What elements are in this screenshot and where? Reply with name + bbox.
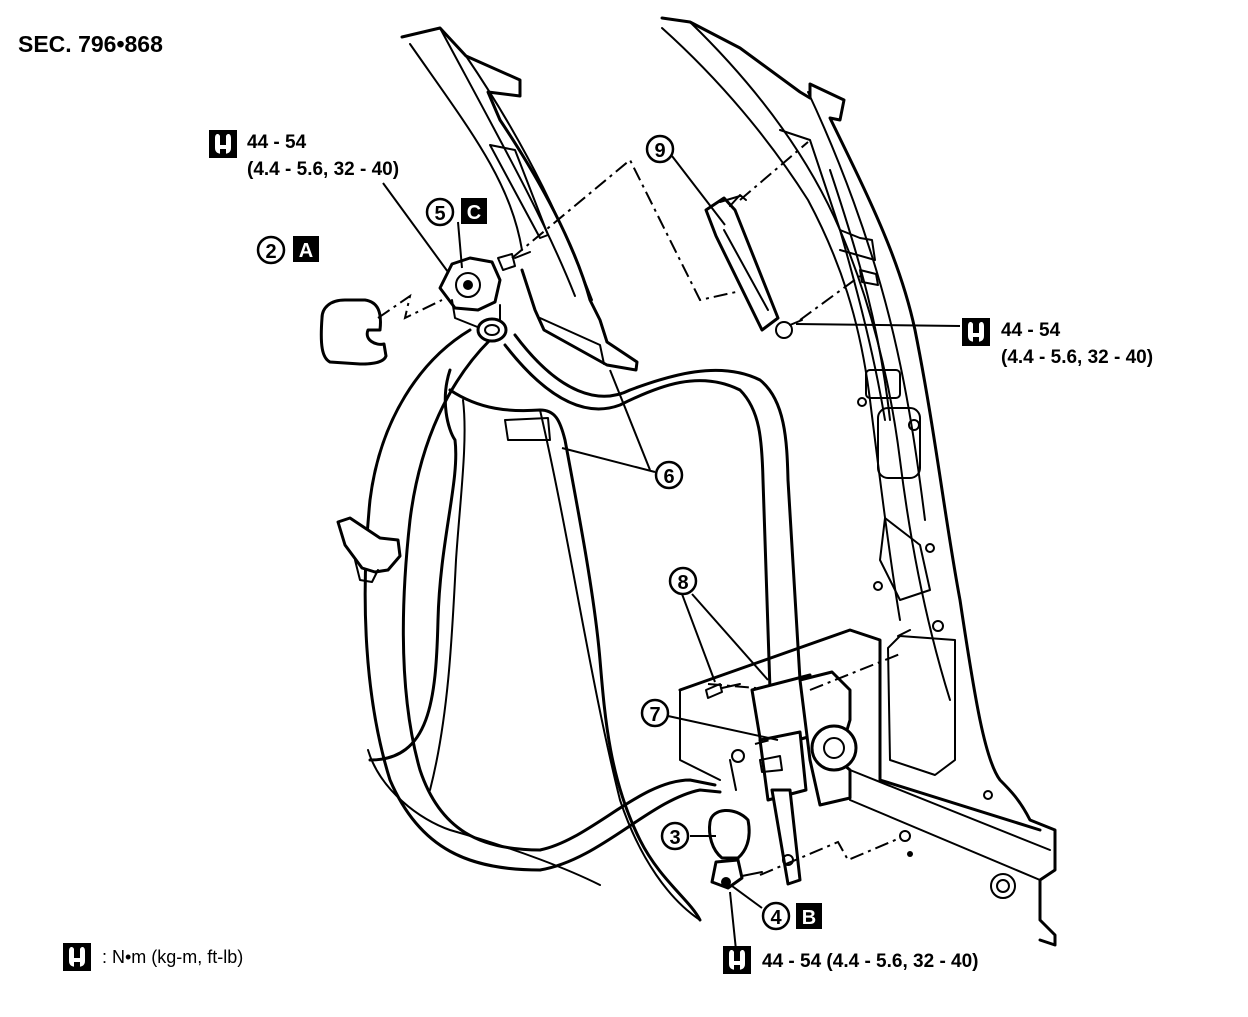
callout-2-letter: A: [299, 240, 313, 262]
torque-spec-bottom: 44 - 54 (4.4 - 5.6, 32 - 40): [723, 946, 979, 974]
torque-right-detail: (4.4 - 5.6, 32 - 40): [1001, 347, 1153, 368]
torque-wrench-icon: [723, 946, 751, 974]
callout-4-number: 4: [770, 907, 782, 929]
upper-pillar-trim: [400, 26, 639, 372]
legend-text: : N•m (kg-m, ft-lb): [102, 947, 243, 967]
torque-right-value: 44 - 54: [1001, 320, 1061, 341]
callout-3-buckle: 3: [660, 821, 690, 851]
mounting-bolts: [705, 195, 911, 699]
callout-6-trim: 6: [654, 460, 684, 490]
callout-5-number: 5: [434, 203, 445, 225]
torque-spec-top: 44 - 54 (4.4 - 5.6, 32 - 40): [209, 130, 399, 180]
legend: : N•m (kg-m, ft-lb): [63, 943, 243, 971]
leader-lines: [382, 155, 961, 951]
seat-belt-webbing: [336, 328, 802, 872]
callout-8-number: 8: [677, 572, 688, 594]
torque-top-detail: (4.4 - 5.6, 32 - 40): [247, 159, 399, 180]
callout-5-shoulder-anchor: 5 C: [425, 197, 487, 227]
body-pillar: [660, 16, 1057, 947]
callout-5-letter: C: [467, 202, 481, 224]
torque-top-value: 44 - 54: [247, 132, 307, 153]
retractor-assembly: [729, 670, 858, 886]
torque-wrench-icon: [63, 943, 91, 971]
callout-2-anchor-cover: 2 A: [256, 235, 319, 265]
callout-4-lap-anchor: 4 B: [761, 901, 822, 931]
anchor-cover: [319, 298, 388, 366]
torque-wrench-icon: [209, 130, 237, 158]
callout-8-bolt: 8: [668, 566, 698, 596]
callout-9-upper-guide: 9: [645, 134, 675, 164]
callout-7-number: 7: [649, 704, 660, 726]
lap-anchor: [708, 809, 763, 890]
callout-7-retractor: 7: [640, 698, 670, 728]
callout-4-letter: B: [802, 907, 816, 929]
upper-guide-bracket: [704, 194, 803, 339]
torque-bottom-value: 44 - 54 (4.4 - 5.6, 32 - 40): [762, 951, 979, 972]
lower-pillar-trim: [367, 368, 702, 922]
alignment-lines: [377, 141, 901, 876]
callout-2-number: 2: [265, 241, 276, 263]
callout-9-number: 9: [654, 140, 665, 162]
torque-spec-right: 44 - 54 (4.4 - 5.6, 32 - 40): [962, 318, 1153, 368]
callout-6-number: 6: [663, 466, 674, 488]
section-code: SEC. 796•868: [18, 31, 163, 57]
callout-3-number: 3: [669, 827, 680, 849]
torque-wrench-icon: [962, 318, 990, 346]
shoulder-anchor: [438, 251, 531, 343]
